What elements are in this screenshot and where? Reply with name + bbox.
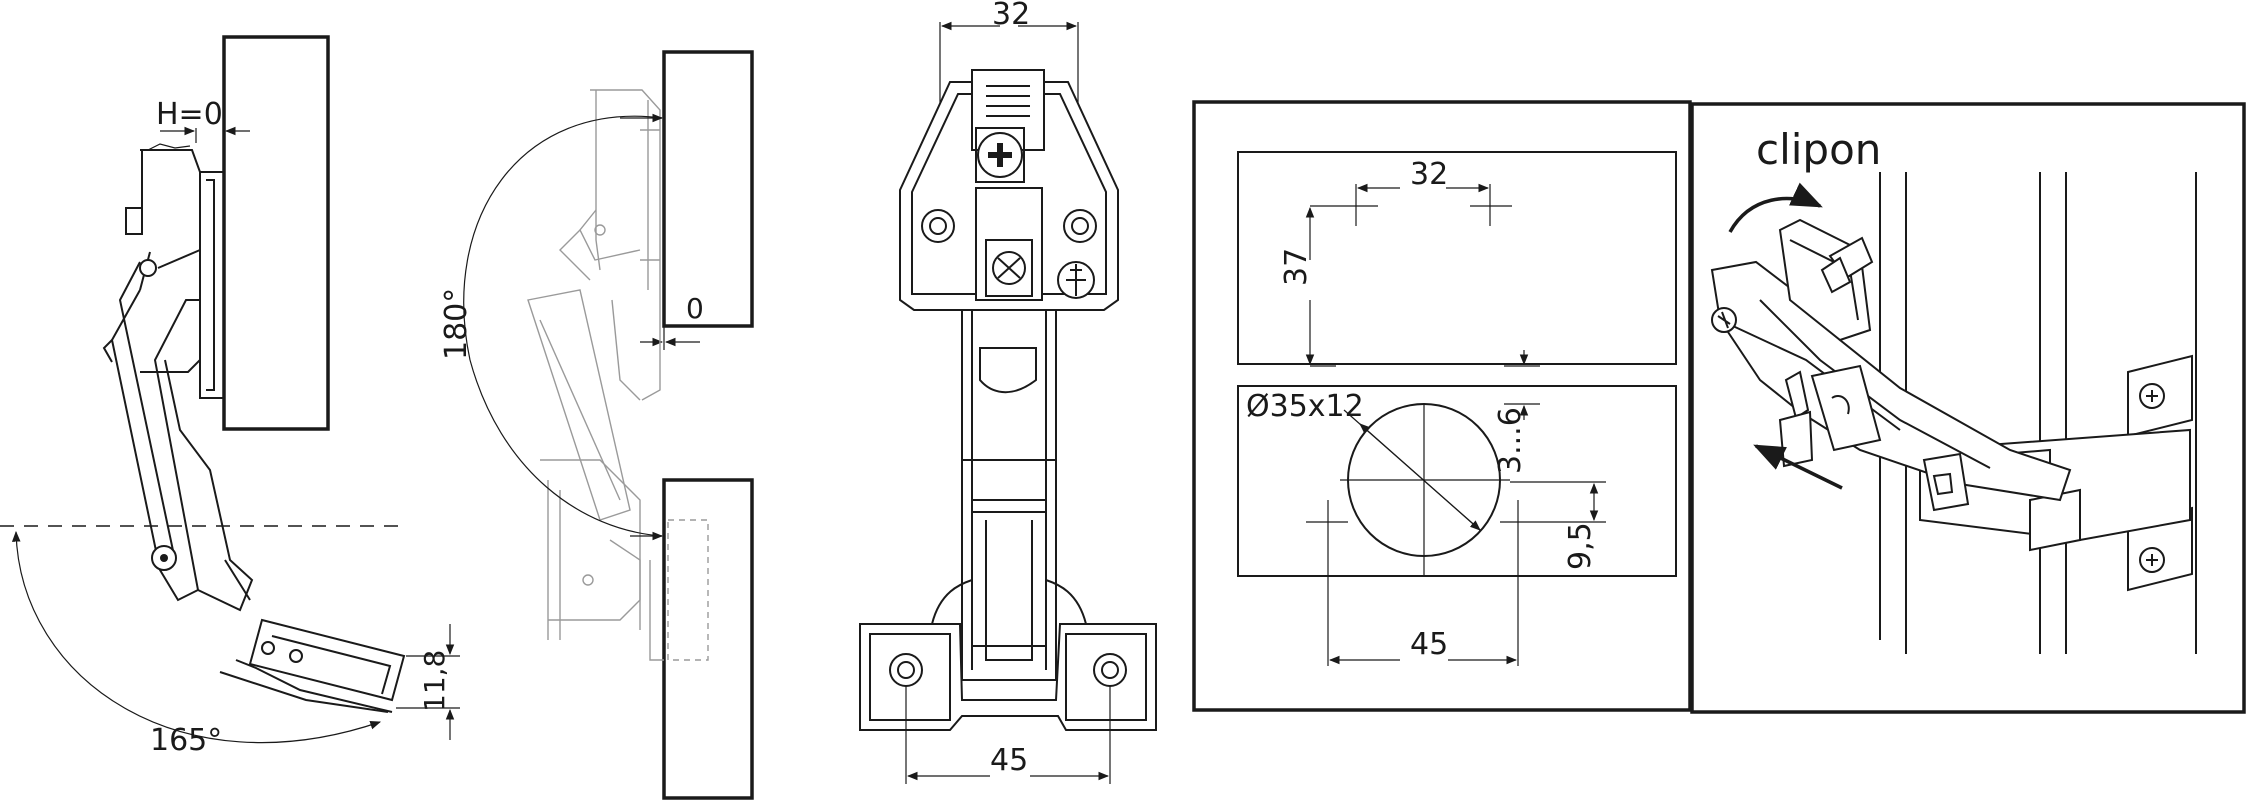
clipon-curved-arrow-icon xyxy=(1728,182,1823,233)
label-drill-32: 32 xyxy=(1410,157,1448,192)
label-180: 180° xyxy=(439,288,474,360)
label-9-5: 9,5 xyxy=(1563,522,1598,570)
drilling-pattern: 32 37 Ø35x12 3...6 9,5 45 xyxy=(1192,100,1692,712)
label-drill-45: 45 xyxy=(1410,627,1448,662)
clipon-straight-arrow-icon xyxy=(1753,444,1843,490)
label-165: 165° xyxy=(150,723,222,758)
label-3-6: 3...6 xyxy=(1493,407,1528,474)
label-width-45: 45 xyxy=(990,743,1028,778)
side-view-180: 0 180° xyxy=(439,50,754,800)
front-view: 32 xyxy=(859,0,1157,784)
label-clipon: clipon xyxy=(1756,125,1881,174)
label-gap-0: 0 xyxy=(686,292,704,325)
base-plate xyxy=(248,618,406,702)
label-h0: H=0 xyxy=(156,97,223,132)
label-cup: Ø35x12 xyxy=(1246,389,1364,424)
side-view-165: H=0 11,8 165° xyxy=(0,35,460,758)
angle-arc-165 xyxy=(11,530,382,744)
door-panel xyxy=(222,35,330,431)
clipon-view: clipon xyxy=(1690,102,2246,714)
base-plate-front xyxy=(859,623,1157,731)
door-panel-top xyxy=(662,50,754,328)
label-width-32: 32 xyxy=(992,0,1030,32)
label-11-8: 11,8 xyxy=(418,650,451,712)
label-drill-37: 37 xyxy=(1279,248,1314,286)
